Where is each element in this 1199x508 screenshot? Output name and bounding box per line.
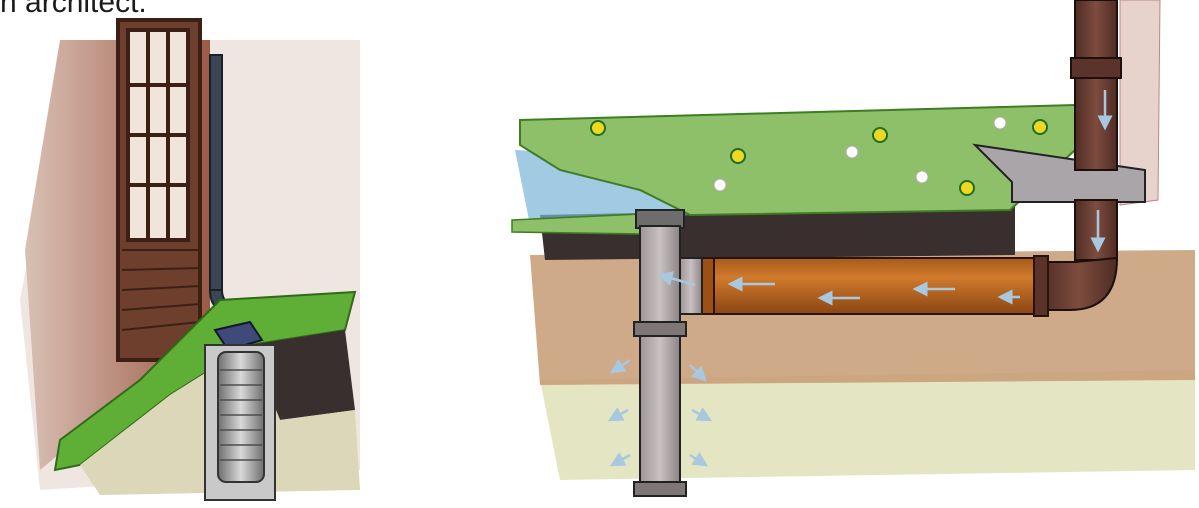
soil-layer-pale [540, 370, 1195, 480]
soakaway-shaft [205, 345, 275, 500]
left-illustration [20, 20, 360, 500]
window-frame [118, 20, 200, 360]
right-illustration [512, 0, 1195, 496]
horizontal-pipe [700, 256, 1048, 316]
